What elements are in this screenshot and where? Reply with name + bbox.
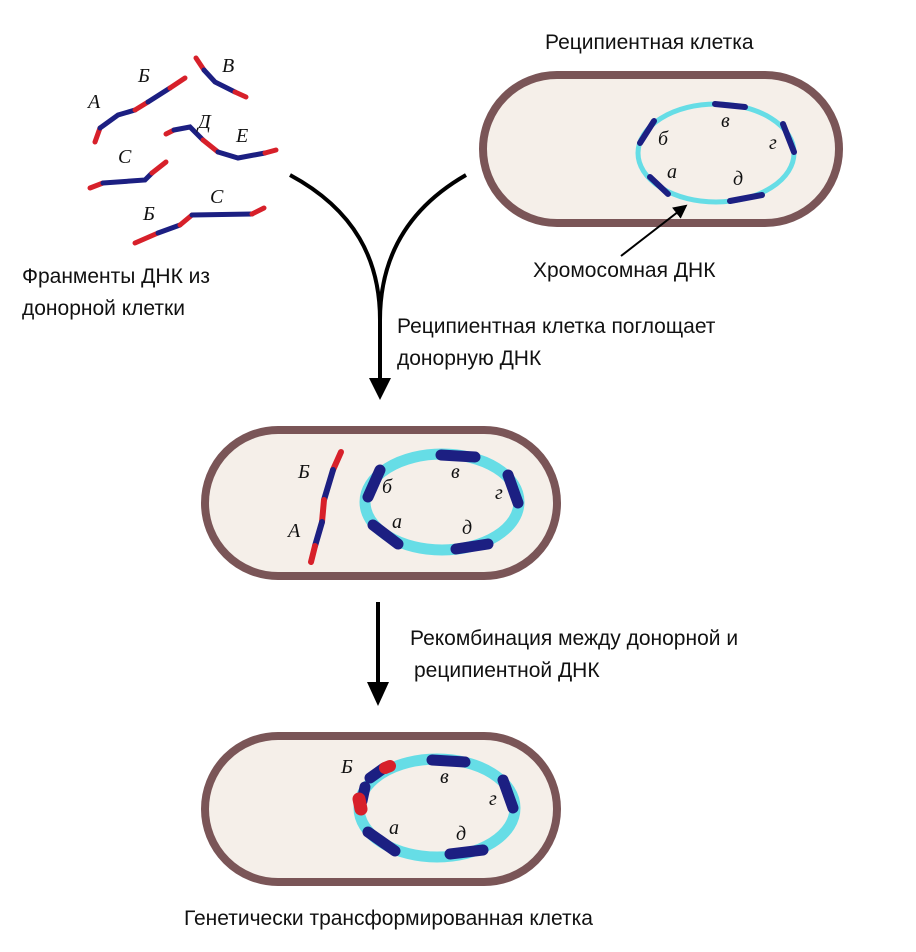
uptake-caption-line1: Реципиентная клетка поглощает [397, 315, 716, 338]
uptake-gene-b: Б [297, 461, 310, 483]
uptake-caption-line2: донорную ДНК [397, 347, 542, 370]
chrom1-gene-v: в [721, 110, 730, 132]
uptake-cell [201, 426, 561, 580]
donor-gene-e: Е [235, 125, 248, 147]
uptake-donor-fragment [308, 449, 344, 565]
uptake-gene-a: А [286, 520, 301, 542]
transformed-cell-caption: Генетически трансформированная клетка [184, 907, 593, 930]
donor-gene-v: В [222, 55, 234, 77]
donor-gene-a: А [86, 91, 101, 113]
fragment-d-e [163, 124, 279, 161]
chrom2-gene-b: б [382, 476, 393, 498]
chrom3-gene-g: г [489, 788, 497, 810]
recombination-caption-line2: реципиентной ДНК [414, 659, 600, 682]
chrom2-gene-g: г [495, 482, 503, 504]
recipient-cell [479, 71, 843, 227]
recipient-chromosome [635, 101, 797, 205]
donor-gene-b2: Б [142, 203, 155, 225]
transformed-chromosome [352, 753, 521, 863]
chromosomal-dna-caption: Хромосомная ДНК [533, 259, 716, 282]
fragment-s1 [87, 159, 169, 191]
recipient-cell-caption: Реципиентная клетка [545, 31, 754, 54]
donor-gene-s2: С [210, 186, 224, 208]
donor-gene-b: Б [137, 65, 150, 87]
donor-fragments-caption-line1: Франменты ДНК из [22, 265, 210, 288]
fragment-b2-s2 [132, 205, 267, 246]
chrom2-gene-v: в [451, 461, 460, 483]
chrom1-gene-b: б [658, 128, 669, 150]
chrom3-gene-a: а [389, 817, 399, 839]
chromosome-pointer-arrow [620, 204, 688, 257]
transformed-cell [201, 732, 561, 886]
transformed-gene-b: Б [340, 756, 353, 778]
donor-fragments-caption-line2: донорной клетки [22, 297, 185, 320]
merge-arrow [289, 173, 467, 400]
uptake-chromosome [359, 448, 525, 556]
donor-dna-fragments [87, 55, 279, 246]
fragment-v [193, 55, 249, 100]
recombination-arrow [367, 602, 389, 706]
fragment-a-b [92, 75, 188, 145]
chrom1-gene-a: а [667, 161, 677, 183]
recombination-caption-line1: Рекомбинация между донорной и [410, 627, 738, 650]
donor-gene-d: Д [196, 111, 212, 133]
chrom2-gene-a: а [392, 511, 402, 533]
chrom3-gene-d: д [456, 823, 466, 845]
chrom1-gene-g: г [769, 132, 777, 154]
donor-gene-s1: С [118, 146, 132, 168]
chrom3-gene-v: в [440, 766, 449, 788]
chrom1-gene-d: д [733, 168, 743, 190]
chrom2-gene-d: д [462, 517, 472, 539]
